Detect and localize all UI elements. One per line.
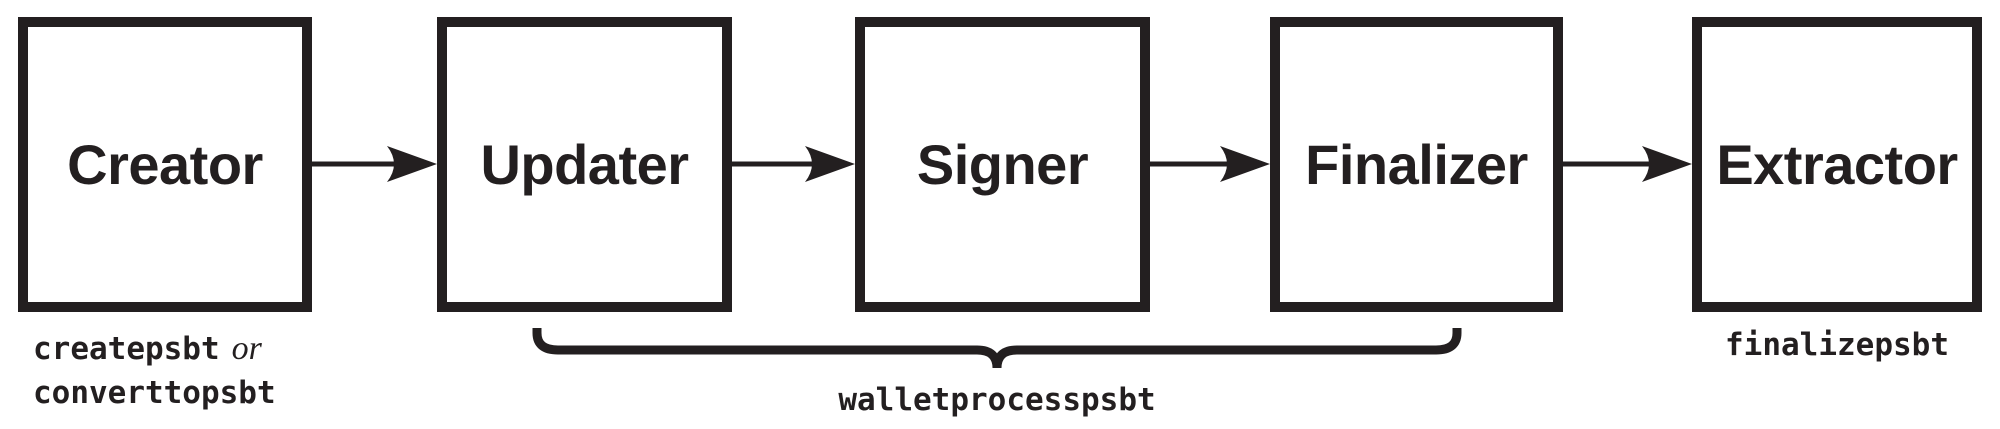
updater-box: Updater xyxy=(437,17,732,312)
creator-commands-line1: createpsbt or xyxy=(33,327,276,371)
creator-box-label: Creator xyxy=(67,133,263,196)
arrow-finalizer-extractor-icon xyxy=(1563,146,1692,182)
finalizepsbt-command-label: finalizepsbt xyxy=(1725,327,1949,363)
underbrace-icon xyxy=(532,328,1462,369)
arrow-updater-signer-icon xyxy=(732,146,855,182)
arrow-signer-finalizer-icon xyxy=(1150,146,1270,182)
updater-box-label: Updater xyxy=(480,133,689,196)
finalizer-box-label: Finalizer xyxy=(1305,133,1528,196)
createpsbt-command-text: createpsbt xyxy=(33,331,220,367)
or-word: or xyxy=(231,330,262,367)
extractor-box: Extractor xyxy=(1692,17,1982,312)
creator-commands-label: createpsbt or converttopsbt xyxy=(33,327,276,415)
signer-box-label: Signer xyxy=(916,133,1089,196)
finalizer-box: Finalizer xyxy=(1270,17,1563,312)
arrow-creator-updater-icon xyxy=(312,146,437,182)
creator-box: Creator xyxy=(18,17,312,312)
creator-commands-line2: converttopsbt xyxy=(33,371,276,415)
walletprocesspsbt-command-label: walletprocesspsbt xyxy=(838,382,1156,418)
extractor-box-label: Extractor xyxy=(1716,133,1958,196)
signer-box: Signer xyxy=(855,17,1150,312)
converttopsbt-command-text: converttopsbt xyxy=(33,375,276,411)
